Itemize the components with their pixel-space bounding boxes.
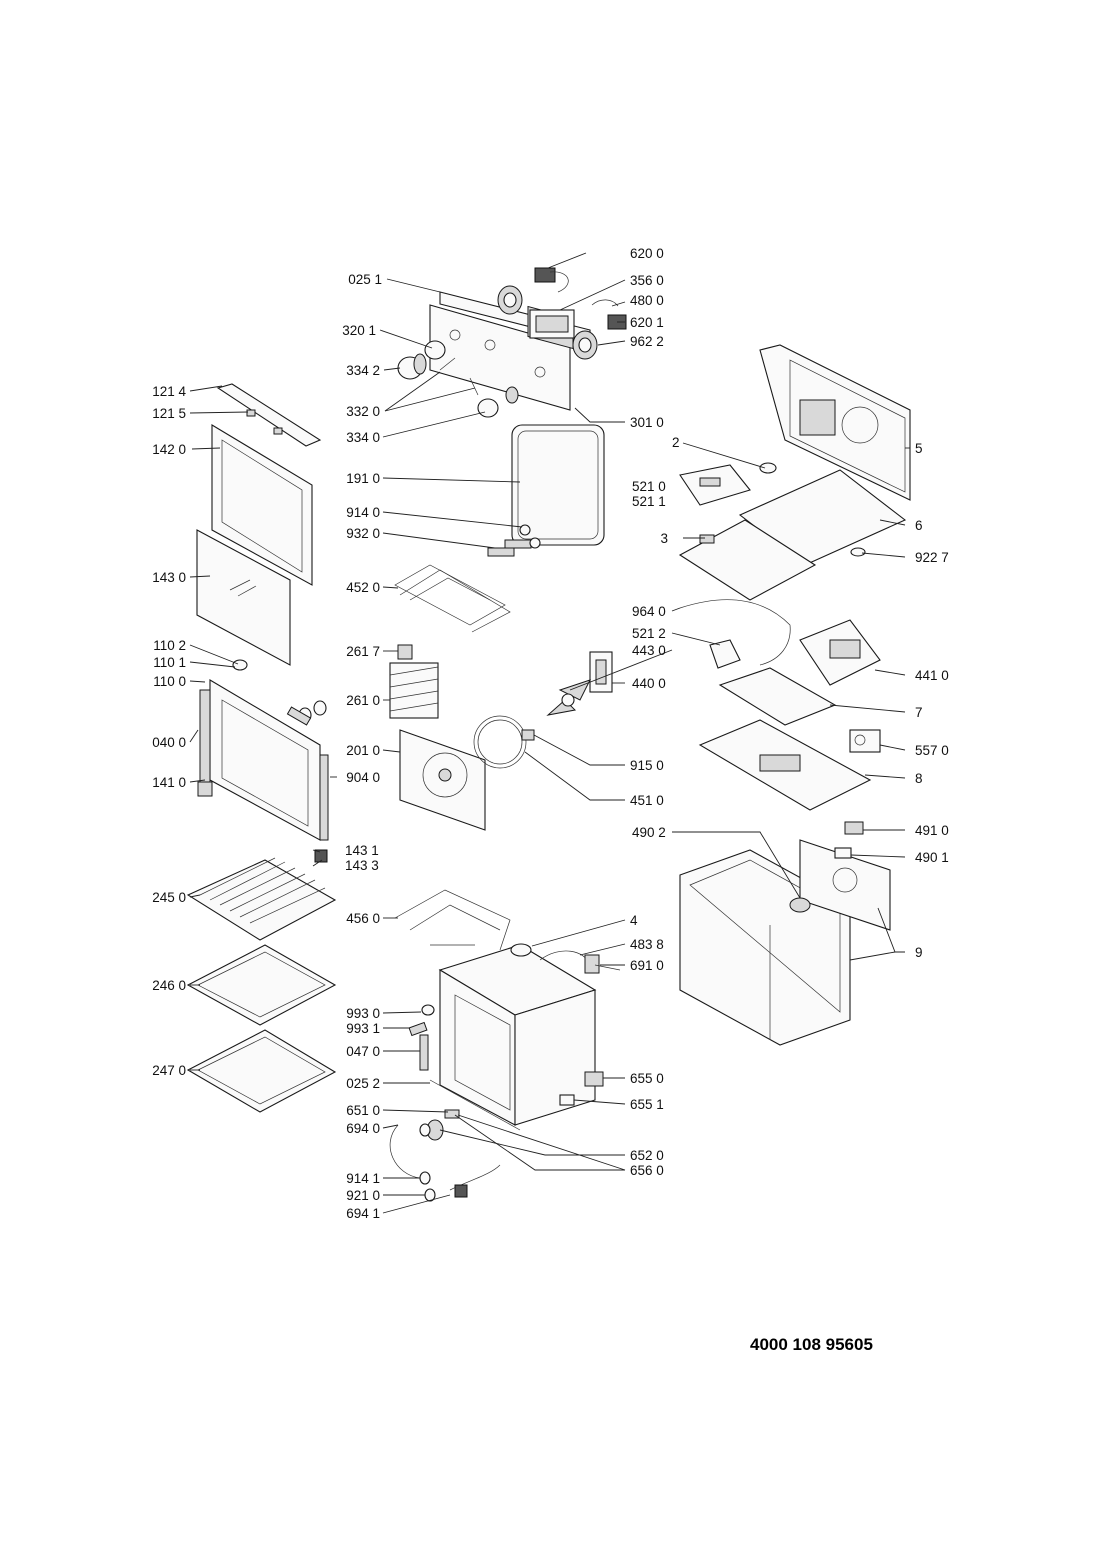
label-261-7: 261 7 <box>346 644 380 659</box>
label-620-0: 620 0 <box>630 246 664 261</box>
label-8: 8 <box>915 771 923 786</box>
label-922-7: 922 7 <box>915 550 949 565</box>
label-651-0: 651 0 <box>346 1103 380 1118</box>
label-655-1: 655 1 <box>630 1097 664 1112</box>
label-142-0: 142 0 <box>152 442 186 457</box>
leader-lines <box>189 252 910 1214</box>
label-110-0: 110 0 <box>153 674 186 689</box>
label-694-0: 694 0 <box>346 1121 380 1136</box>
label-025-2: 025 2 <box>346 1076 380 1091</box>
label-247-0: 247 0 <box>152 1063 186 1078</box>
oven-door-drawing <box>197 659 329 863</box>
label-652-0: 652 0 <box>630 1148 664 1163</box>
left-aligned-labels: 025 1 320 1 334 2 332 0 334 0 121 4 121 … <box>152 272 668 1221</box>
label-483-8: 483 8 <box>630 937 664 952</box>
control-board-drawing <box>679 464 751 506</box>
fan-motor-drawing <box>546 651 613 716</box>
label-521-1: 521 1 <box>632 494 666 509</box>
glass-pane-drawing <box>196 529 291 666</box>
label-521-0: 521 0 <box>632 479 666 494</box>
oven-cavity-drawing <box>429 944 597 1131</box>
label-025-1: 025 1 <box>348 272 382 287</box>
oven-rack-drawing <box>186 857 337 941</box>
label-962-2: 962 2 <box>630 334 664 349</box>
label-557-0: 557 0 <box>915 743 949 758</box>
label-143-3: 143 3 <box>345 858 379 873</box>
label-915-0: 915 0 <box>630 758 664 773</box>
top-heater-drawing <box>394 424 605 633</box>
baking-tray-drawing <box>186 944 337 1113</box>
rack-supports-drawing <box>389 644 439 719</box>
label-334-2: 334 2 <box>346 363 380 378</box>
label-2: 2 <box>672 435 680 450</box>
label-456-0: 456 0 <box>346 911 380 926</box>
bottom-heater-drawing <box>394 889 511 951</box>
thermostat-drawings <box>497 267 627 360</box>
label-691-0: 691 0 <box>630 958 664 973</box>
label-201-0: 201 0 <box>346 743 380 758</box>
circular-heater-drawing <box>473 715 535 769</box>
label-521-2: 521 2 <box>632 626 666 641</box>
label-914-0: 914 0 <box>346 505 380 520</box>
label-443-0: 443 0 <box>632 643 666 658</box>
label-5: 5 <box>915 441 923 456</box>
label-121-5: 121 5 <box>152 406 186 421</box>
label-490-2: 490 2 <box>632 825 666 840</box>
label-040-0: 040 0 <box>152 735 186 750</box>
cable-sensor-drawing <box>510 943 621 974</box>
label-110-2: 110 2 <box>153 638 186 653</box>
label-491-0: 491 0 <box>915 823 949 838</box>
label-143-0: 143 0 <box>152 570 186 585</box>
label-694-1: 694 1 <box>346 1206 380 1221</box>
label-441-0: 441 0 <box>915 668 949 683</box>
document-number: 4000 108 95605 <box>750 1335 873 1354</box>
label-332-0: 332 0 <box>346 404 380 419</box>
label-121-4: 121 4 <box>152 384 186 399</box>
label-440-0: 440 0 <box>632 676 666 691</box>
label-143-1: 143 1 <box>345 843 379 858</box>
label-261-0: 261 0 <box>346 693 380 708</box>
label-320-1: 320 1 <box>342 323 376 338</box>
label-480-0: 480 0 <box>630 293 664 308</box>
label-047-0: 047 0 <box>346 1044 380 1059</box>
label-4: 4 <box>630 913 638 928</box>
label-904-0: 904 0 <box>346 770 380 785</box>
label-246-0: 246 0 <box>152 978 186 993</box>
label-620-1: 620 1 <box>630 315 664 330</box>
door-trim-drawing <box>216 383 322 447</box>
label-141-0: 141 0 <box>152 775 186 790</box>
label-191-0: 191 0 <box>346 471 380 486</box>
label-9: 9 <box>915 945 923 960</box>
label-964-0: 964 0 <box>632 604 666 619</box>
label-451-0: 451 0 <box>630 793 664 808</box>
label-655-0: 655 0 <box>630 1071 664 1086</box>
top-housing-drawing <box>678 344 911 601</box>
label-6: 6 <box>915 518 923 533</box>
label-3: 3 <box>660 531 668 546</box>
label-7: 7 <box>915 705 923 720</box>
label-921-0: 921 0 <box>346 1188 380 1203</box>
label-490-1: 490 1 <box>915 850 949 865</box>
knob-drawings <box>397 340 519 418</box>
label-932-0: 932 0 <box>346 526 380 541</box>
label-993-1: 993 1 <box>346 1021 380 1036</box>
cooling-fan-drawing <box>679 599 881 811</box>
label-452-0: 452 0 <box>346 580 380 595</box>
label-656-0: 656 0 <box>630 1163 664 1178</box>
label-914-1: 914 1 <box>346 1171 380 1186</box>
label-245-0: 245 0 <box>152 890 186 905</box>
inner-glass-drawing <box>211 424 313 586</box>
label-334-0: 334 0 <box>346 430 380 445</box>
right-aligned-labels: 620 0 356 0 480 0 620 1 962 2 301 0 5 2 … <box>345 246 949 1178</box>
switch-drawing <box>559 1071 604 1106</box>
label-356-0: 356 0 <box>630 273 664 288</box>
outer-case-drawing <box>679 821 891 1046</box>
rear-panel-drawing <box>399 729 486 831</box>
label-110-1: 110 1 <box>153 655 186 670</box>
label-301-0: 301 0 <box>630 415 664 430</box>
label-993-0: 993 0 <box>346 1006 380 1021</box>
